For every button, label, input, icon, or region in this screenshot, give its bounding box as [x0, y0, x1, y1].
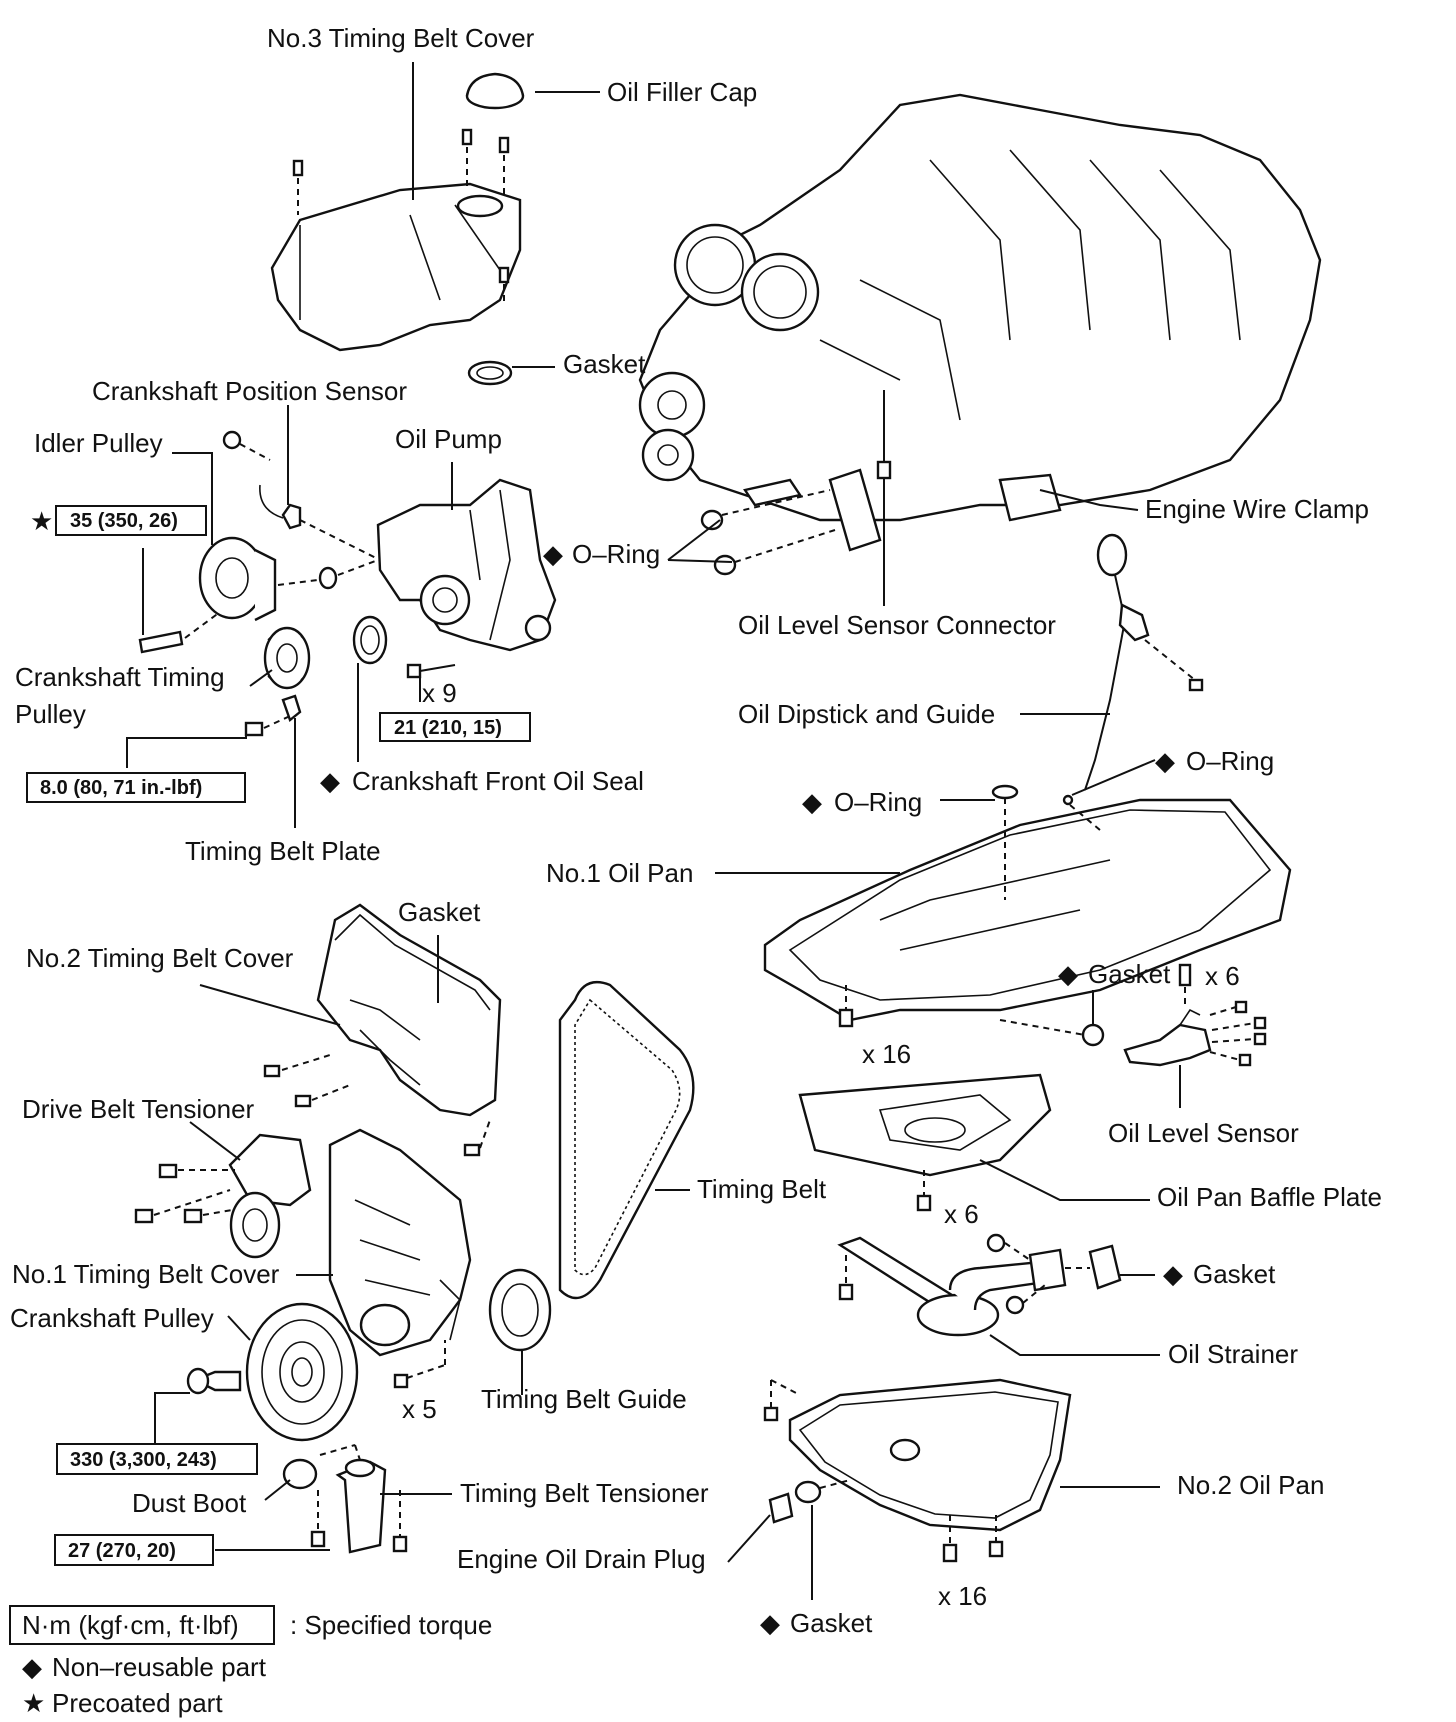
o-rings-pump-drawing [700, 489, 836, 576]
part-labels: No.3 Timing Belt Cover Oil Filler Cap Ga… [10, 23, 1382, 1638]
non-reusable-symbol-drain: ◆ [760, 1608, 780, 1638]
label-no1-timing-belt-cover: No.1 Timing Belt Cover [12, 1259, 280, 1289]
legend-torque-box [9, 1605, 275, 1645]
oil-dipstick-drawing [1062, 533, 1204, 806]
no2-oil-pan-drawing [763, 1378, 1072, 1563]
label-dust-boot: Dust Boot [132, 1488, 247, 1518]
label-oil-strainer: Oil Strainer [1168, 1339, 1298, 1369]
label-x6-a: x 6 [1205, 961, 1240, 991]
label-drive-belt-tensioner: Drive Belt Tensioner [22, 1094, 255, 1124]
non-reusable-symbol-seal: ◆ [320, 766, 340, 796]
label-crankshaft-timing-pulley-line1: Crankshaft Timing [15, 662, 225, 692]
label-crankshaft-timing-pulley-line2: Pulley [15, 699, 86, 729]
legend-non-reusable-symbol: ◆ [22, 1652, 42, 1682]
label-engine-wire-clamp: Engine Wire Clamp [1145, 494, 1369, 524]
label-crankshaft-pulley: Crankshaft Pulley [10, 1303, 214, 1333]
timing-belt-drawing [558, 980, 695, 1300]
drive-belt-tensioner-drawing [134, 1133, 312, 1259]
torque-crankshaft-pulley: 330 (3,300, 243) [70, 1449, 217, 1471]
timing-belt-tensioner-drawing [282, 1444, 408, 1554]
label-gasket-timing-cover: Gasket [398, 897, 481, 927]
torque-timing-belt-plate: 8.0 (80, 71 in.-lbf) [40, 777, 202, 799]
non-reusable-symbol-dipstick: ◆ [1155, 746, 1175, 776]
engine-oil-drain-plug-drawing [768, 1479, 851, 1524]
legend-torque-unit: N·m (kgf·cm, ft·lbf) [22, 1610, 239, 1640]
label-x16-a: x 16 [862, 1039, 911, 1069]
no1-timing-belt-cover-drawing [328, 1128, 472, 1389]
gasket-ring-drawing [467, 360, 513, 386]
torque-box-idler-pulley [55, 505, 207, 536]
timing-belt-guide-drawing [488, 1268, 552, 1352]
non-reusable-symbol: ◆ [543, 539, 563, 569]
no1-oil-pan-drawing [763, 784, 1292, 1022]
label-engine-oil-drain-plug: Engine Oil Drain Plug [457, 1544, 706, 1574]
non-reusable-symbol-pan: ◆ [802, 787, 822, 817]
idler-pulley-drawing [138, 536, 379, 654]
legend: N·m (kgf·cm, ft·lbf) : Specified torque … [9, 1605, 492, 1718]
label-timing-belt: Timing Belt [697, 1174, 827, 1204]
label-x9: x 9 [422, 678, 457, 708]
label-crankshaft-front-oil-seal: Crankshaft Front Oil Seal [352, 766, 644, 796]
torque-box-timing-belt-plate [26, 772, 246, 803]
label-x5: x 5 [402, 1394, 437, 1424]
label-o-ring-dipstick: O–Ring [1186, 746, 1274, 776]
torque-idler-pulley: 35 (350, 26) [70, 510, 178, 532]
label-idler-pulley: Idler Pulley [34, 428, 163, 458]
label-oil-level-sensor: Oil Level Sensor [1108, 1118, 1299, 1148]
cover-bolts [292, 128, 510, 305]
legend-precoated-symbol: ★ [22, 1688, 45, 1718]
torque-box-timing-belt-tensioner [54, 1534, 214, 1566]
label-oil-filler-cap: Oil Filler Cap [607, 77, 757, 107]
label-x16-b: x 16 [938, 1581, 987, 1611]
oil-filler-cap-drawing [465, 72, 525, 110]
crankshaft-front-oil-seal-drawing [352, 615, 388, 665]
label-no2-oil-pan: No.2 Oil Pan [1177, 1470, 1324, 1500]
no2-timing-belt-cover-drawing [263, 903, 502, 1157]
torque-box-oil-pump [379, 712, 531, 742]
label-no1-oil-pan: No.1 Oil Pan [546, 858, 693, 888]
label-gasket-strainer: Gasket [1193, 1259, 1276, 1289]
non-reusable-symbol-sensor-gasket: ◆ [1058, 959, 1078, 989]
label-timing-belt-guide: Timing Belt Guide [481, 1384, 687, 1414]
crankshaft-timing-pulley-drawing [263, 626, 311, 690]
label-oil-dipstick-and-guide: Oil Dipstick and Guide [738, 699, 995, 729]
crankshaft-position-sensor-drawing [222, 430, 381, 561]
torque-boxes: 35 (350, 26) 21 (210, 15) 8.0 (80, 71 in… [26, 505, 531, 1566]
label-gasket-top: Gasket [563, 349, 646, 379]
oil-pump-drawing [376, 478, 557, 652]
timing-belt-plate-drawing [244, 694, 302, 737]
engine-block-drawing [638, 93, 1322, 552]
oil-level-sensor-drawing [838, 963, 1267, 1067]
label-oil-level-sensor-connector: Oil Level Sensor Connector [738, 610, 1056, 640]
label-timing-belt-plate: Timing Belt Plate [185, 836, 381, 866]
leader-lines [126, 62, 1181, 1600]
label-crankshaft-position-sensor: Crankshaft Position Sensor [92, 376, 407, 406]
legend-precoated-text: Precoated part [52, 1688, 223, 1718]
oil-strainer-drawing [837, 1233, 1122, 1337]
label-gasket-drain: Gasket [790, 1608, 873, 1638]
label-o-ring-pan: O–Ring [834, 787, 922, 817]
label-x6-b: x 6 [944, 1199, 979, 1229]
label-no3-timing-belt-cover: No.3 Timing Belt Cover [267, 23, 535, 53]
crankshaft-pulley-drawing [186, 1302, 359, 1442]
torque-oil-pump: 21 (210, 15) [394, 717, 502, 739]
oil-pan-baffle-plate-drawing [798, 1073, 1052, 1212]
no3-timing-belt-cover-drawing [270, 182, 522, 352]
label-timing-belt-tensioner: Timing Belt Tensioner [460, 1478, 709, 1508]
legend-torque-desc: : Specified torque [290, 1610, 492, 1640]
precoated-symbol: ★ [30, 506, 53, 536]
torque-box-crankshaft-pulley [56, 1443, 258, 1475]
legend-non-reusable-text: Non–reusable part [52, 1652, 267, 1682]
label-gasket-sensor: Gasket [1088, 959, 1171, 989]
oil-pump-bolt-drawing [406, 663, 456, 679]
torque-timing-belt-tensioner: 27 (270, 20) [68, 1540, 176, 1562]
label-oil-pump: Oil Pump [395, 424, 502, 454]
non-reusable-symbol-strainer: ◆ [1163, 1259, 1183, 1289]
label-oil-pan-baffle-plate: Oil Pan Baffle Plate [1157, 1182, 1382, 1212]
label-no2-timing-belt-cover: No.2 Timing Belt Cover [26, 943, 294, 973]
label-o-ring-pump: O–Ring [572, 539, 660, 569]
